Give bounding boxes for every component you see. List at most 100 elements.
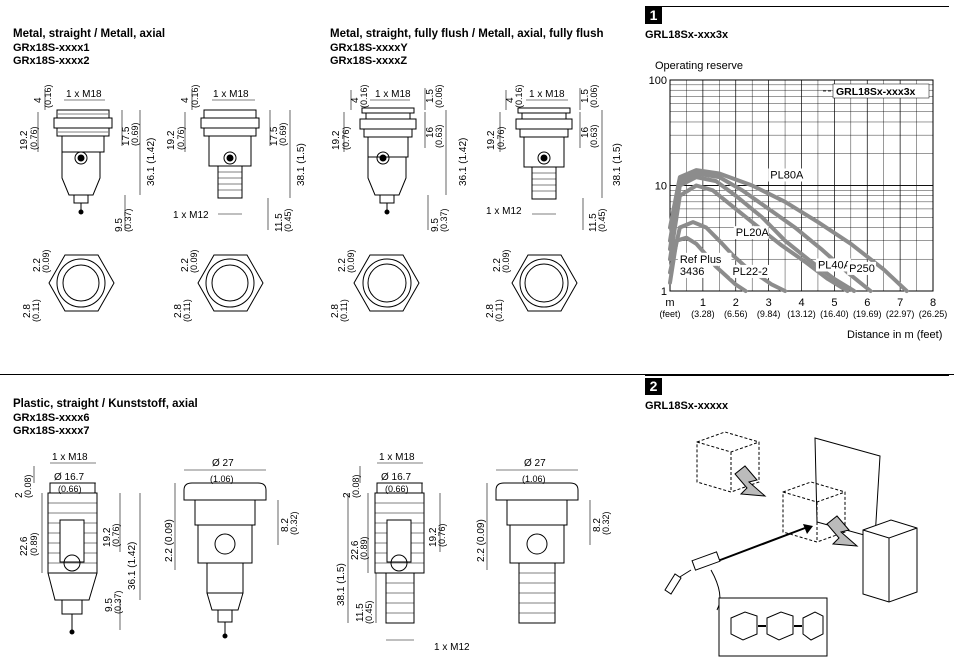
chart-x-tick-label: 5 xyxy=(831,297,837,309)
chart-x-ticks: m(feet)1(3.28)2(6.56)3(9.84)4(13.12)5(16… xyxy=(659,297,947,319)
section-metal-title: Metal, straight / Metall, axial xyxy=(13,28,166,40)
dim-19-2-in: (0.76) xyxy=(341,126,351,150)
dim-2-8: 2.8 xyxy=(330,304,341,318)
chart-series-label-bg xyxy=(768,168,804,182)
dim-11-5: 11.5 xyxy=(588,213,599,232)
dim-9-5-in: (0.37) xyxy=(439,208,449,232)
dim-2-8-in: (0.11) xyxy=(494,299,504,322)
dim-1-5-in: (0.06) xyxy=(589,84,599,108)
dim-17-5: 17.5 xyxy=(269,126,280,146)
dim-11-5-in: (0.45) xyxy=(364,600,374,624)
chart-x-tick-feet-label: (19.69) xyxy=(853,309,882,319)
chart-x-tick-label: m xyxy=(665,297,674,309)
dim-22-6-in: (0.89) xyxy=(359,536,369,560)
dim-8-2-in: (0.32) xyxy=(601,511,611,535)
dim-4-in: (0.16) xyxy=(190,84,200,108)
sensor-plastic-front-view-2 xyxy=(495,482,579,624)
chart-series-label-text: PL40A xyxy=(818,259,852,271)
section-flush-code-1: GRx18S-xxxxY xyxy=(330,42,408,54)
dim-38-1: 38.1 (1.5) xyxy=(296,143,307,186)
dim-2-2: 2.2 xyxy=(180,258,191,272)
dim-2-8: 2.8 xyxy=(173,304,184,318)
dim-19-2-in: (0.76) xyxy=(29,126,39,150)
chart-x-tick-label: 3 xyxy=(766,297,772,309)
dim-11-5-in: (0.45) xyxy=(283,208,293,232)
chart-series-label-text: P250 xyxy=(849,263,875,275)
chart-series-label-bg xyxy=(847,261,876,275)
dim-2-2-in: (0.09) xyxy=(346,249,356,273)
panel1-badge: 1 xyxy=(645,7,662,24)
dim-11-5: 11.5 xyxy=(274,213,285,232)
dim-4-in: (0.16) xyxy=(43,84,53,108)
dim-8-2-in: (0.32) xyxy=(289,511,299,535)
section-metal-code-1: GRx18S-xxxx1 xyxy=(13,42,90,54)
dim-4-in: (0.16) xyxy=(514,84,524,108)
dim-16: 16 xyxy=(425,126,436,138)
chart-series-label-text: PL20A xyxy=(736,227,770,239)
dim-2-8-in: (0.11) xyxy=(339,299,349,322)
dim-m18: 1 x M18 xyxy=(375,89,411,100)
dim-19-2: 19.2 xyxy=(331,130,342,150)
chart-series-label: PL22-2 xyxy=(730,264,772,278)
chart-x-tick-feet-label: (feet) xyxy=(659,309,680,319)
chart-series-label: PL40A xyxy=(815,258,852,272)
dim-19-2-in: (0.76) xyxy=(176,126,186,150)
dim-2-2-plastic: 2.2 (0.09) xyxy=(164,519,175,562)
dim-19-2-in: (0.76) xyxy=(437,523,447,547)
beam-arrowhead xyxy=(803,524,813,534)
chart-x-tick-feet-label: (9.84) xyxy=(757,309,781,319)
chart-series-label-text: Ref Plus xyxy=(680,254,722,266)
chart-x-tick-label: 8 xyxy=(930,297,936,309)
sensor-plastic-side-view-1 xyxy=(47,482,98,635)
dim-m12: 1 x M12 xyxy=(486,206,522,217)
chart-series-line xyxy=(668,168,909,293)
dim-dia-27: Ø 27 xyxy=(212,458,234,469)
dim-4-in: (0.16) xyxy=(359,84,369,108)
chart-y-tick-label: 1 xyxy=(661,286,667,298)
dim-8-2: 8.2 xyxy=(592,518,603,532)
section-plastic-title: Plastic, straight / Kunststoff, axial xyxy=(13,398,198,410)
chart-x-tick-feet-label: (13.12) xyxy=(787,309,816,319)
dimension-drawings: 4 (0.16) 1 x M18 19.2 (0.76) 17.5 (0.69)… xyxy=(14,84,623,653)
dim-11-5: 11.5 xyxy=(355,603,366,622)
dim-dia-16-7: Ø 16.7 xyxy=(54,472,84,483)
dim-16-in: (0.63) xyxy=(434,124,444,148)
chart-x-tick-label: 4 xyxy=(798,297,804,309)
dim-19-2: 19.2 xyxy=(19,130,30,150)
sensor-flush-side-view-2 xyxy=(515,107,573,200)
dim-2-2: 2.2 xyxy=(32,258,43,272)
dim-9-5: 9.5 xyxy=(104,598,115,612)
sensor-top-view-4 xyxy=(511,254,578,312)
chart-series-line xyxy=(668,220,788,293)
chart-frame xyxy=(669,79,934,292)
chart-curves xyxy=(668,168,909,293)
dim-2-8-in: (0.11) xyxy=(31,299,41,322)
dim-8-2: 8.2 xyxy=(280,518,291,532)
dim-dia-16-7-in: (0.66) xyxy=(58,484,82,494)
sensor-top-view-3 xyxy=(353,254,420,312)
dim-22-6: 22.6 xyxy=(350,540,361,560)
chart-legend: GRL18Sx-xxx3x xyxy=(823,83,930,99)
dim-36-1: 36.1 (1.42) xyxy=(146,138,157,186)
section-flush-code-2: GRx18S-xxxxZ xyxy=(330,55,408,67)
dim-m18: 1 x M18 xyxy=(529,89,565,100)
section-metal-code-2: GRx18S-xxxx2 xyxy=(13,55,90,67)
detail-panel xyxy=(718,597,828,657)
sensor-plastic-side-view-2 xyxy=(374,482,425,624)
dim-19-2: 19.2 xyxy=(166,130,177,150)
chart-ylabel: Operating reserve xyxy=(655,60,743,72)
panel2-top-rule xyxy=(645,374,949,376)
chart-x-tick-feet-label: (6.56) xyxy=(724,309,748,319)
dim-22-6: 22.6 xyxy=(19,536,30,556)
reflector-plate xyxy=(814,437,881,539)
section-flush-title: Metal, straight, fully flush / Metall, a… xyxy=(330,28,604,40)
dim-dia-27-in: (1.06) xyxy=(522,474,546,484)
dim-2-2: 2.2 xyxy=(337,258,348,272)
dim-m12: 1 x M12 xyxy=(173,210,209,221)
dim-11-5-in: (0.45) xyxy=(597,208,607,232)
dim-2-8: 2.8 xyxy=(485,304,496,318)
target-box-3 xyxy=(862,519,918,603)
